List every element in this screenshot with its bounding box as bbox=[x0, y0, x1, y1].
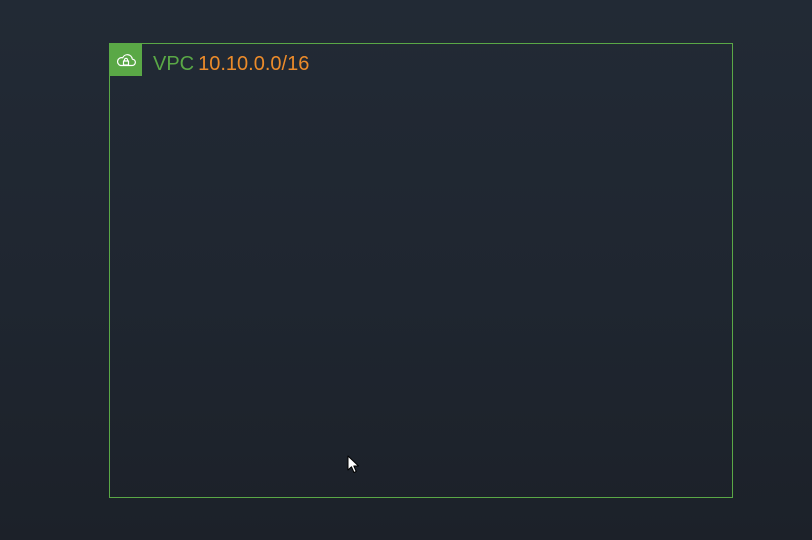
mouse-pointer-icon bbox=[347, 455, 361, 475]
vpc-cidr-label: 10.10.0.0/16 bbox=[198, 53, 310, 75]
cloud-lock-icon bbox=[110, 44, 142, 76]
vpc-kind-label: VPC bbox=[153, 53, 195, 75]
